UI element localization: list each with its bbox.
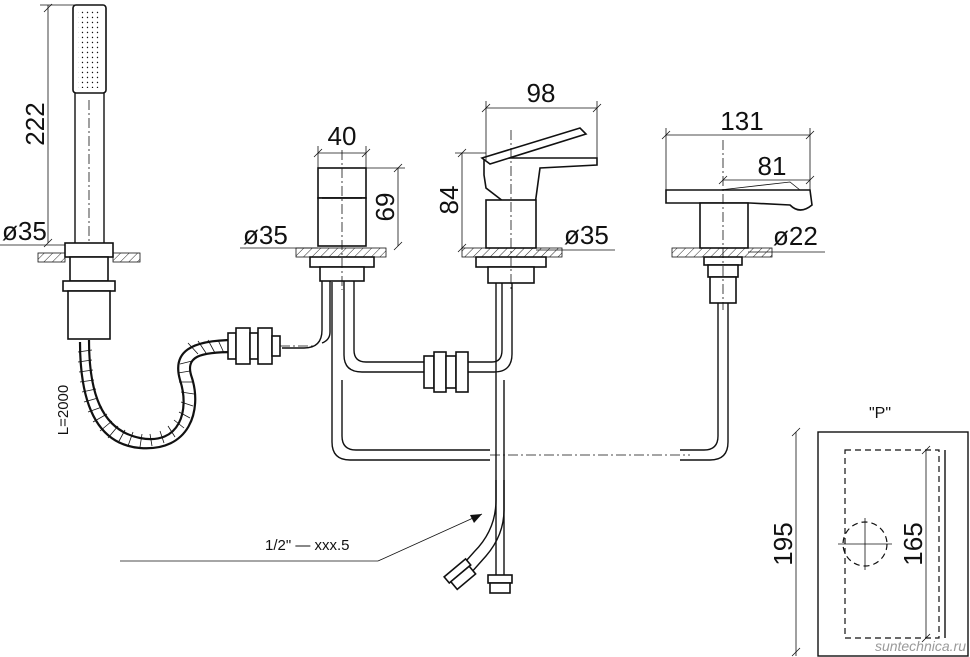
dim-spout-width: 131 xyxy=(720,106,763,136)
dim-view-outer: 195 xyxy=(768,522,798,565)
diverter: 40 69 ø35 xyxy=(240,121,405,290)
view-p-label: "P" xyxy=(869,405,891,422)
dim-hand-shower-height: 222 xyxy=(20,102,50,145)
shower-handle xyxy=(74,93,105,245)
shower-hose xyxy=(77,327,315,450)
deck-hatch xyxy=(295,247,387,258)
dim-spout-diameter: ø22 xyxy=(773,221,818,251)
piping xyxy=(282,281,729,594)
shower-holder-top xyxy=(64,242,114,258)
spout-base xyxy=(699,202,749,249)
deck-hatch xyxy=(37,252,66,263)
mixer: 98 84 ø35 xyxy=(434,78,615,290)
dim-spout-reach: 81 xyxy=(758,151,787,181)
mixer-lever xyxy=(483,157,598,206)
view-p-outer xyxy=(817,431,969,657)
spout: 131 81 ø22 xyxy=(661,106,825,310)
hose-length-label: L=2000 xyxy=(55,385,72,435)
dim-diverter-width: 40 xyxy=(328,121,357,151)
dim-mixer-height: 84 xyxy=(434,186,464,215)
hand-shower: 222 ø35 xyxy=(0,3,141,340)
dim-view-inner: 165 xyxy=(898,522,928,565)
dim-mixer-diameter: ø35 xyxy=(564,220,609,250)
dim-mixer-width: 98 xyxy=(527,78,556,108)
view-p: "P" 195 165 xyxy=(768,405,969,657)
shower-nozzles xyxy=(78,10,101,88)
dim-hand-shower-diameter: ø35 xyxy=(2,216,47,246)
dim-diverter-diameter: ø35 xyxy=(243,220,288,250)
dim-diverter-height: 69 xyxy=(370,193,400,222)
watermark: suntechnica.ru xyxy=(875,638,966,654)
spout-body xyxy=(665,189,813,211)
connection-callout: 1/2" — xxx.5 xyxy=(120,513,483,562)
connection-label: 1/2" — xxx.5 xyxy=(265,537,350,554)
shower-holder-body xyxy=(67,290,111,340)
